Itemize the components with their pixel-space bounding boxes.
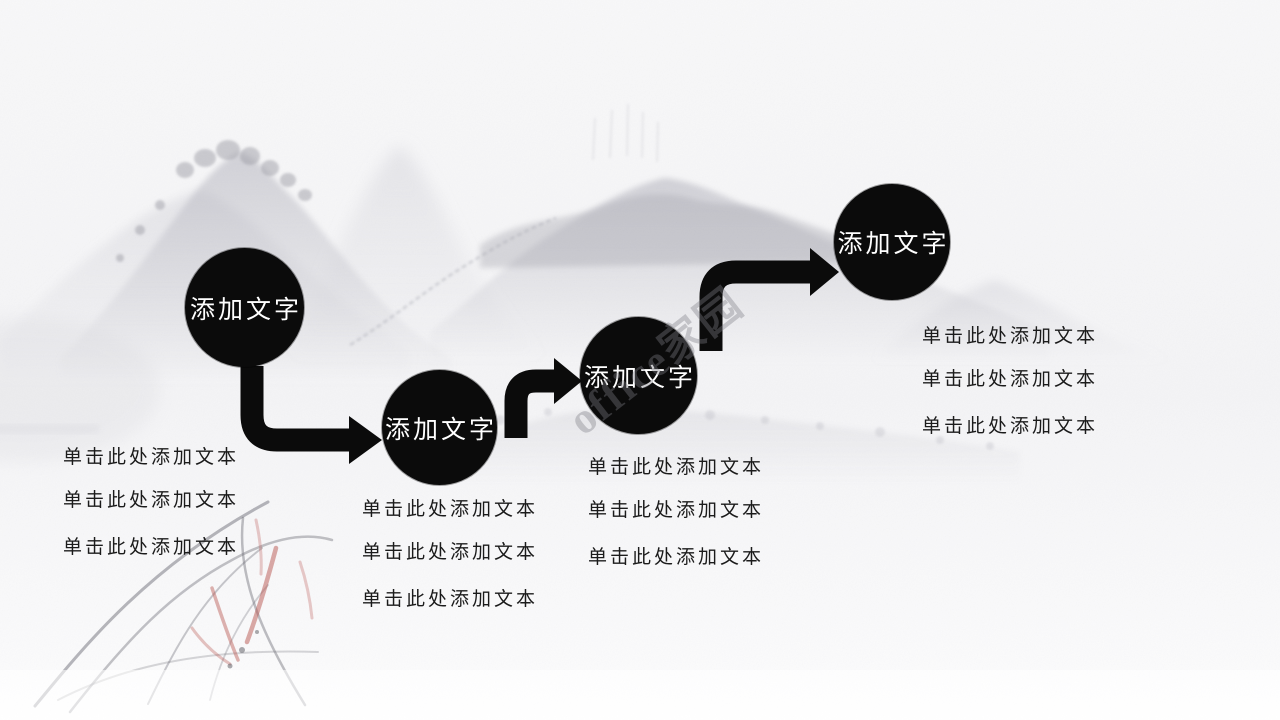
step-circle-2[interactable]: 添加文字 — [382, 370, 497, 485]
step-circle-1[interactable]: 添加文字 — [185, 248, 304, 367]
placeholder-text-line[interactable]: 单击此处添加文本 — [922, 369, 1099, 390]
mountain-ridge-core — [480, 194, 850, 268]
step-text-block-3: 单击此处添加文本 单击此处添加文本 单击此处添加文本 — [588, 446, 764, 579]
step-text-block-1: 单击此处添加文本 单击此处添加文本 单击此处添加文本 — [63, 436, 239, 569]
placeholder-text-line[interactable]: 单击此处添加文本 — [362, 542, 539, 563]
placeholder-text-line[interactable]: 单击此处添加文本 — [588, 547, 765, 568]
step-circle-2-label: 添加文字 — [385, 416, 498, 444]
distant-pines — [592, 103, 659, 163]
mist-streak — [0, 424, 100, 434]
step-text-block-4: 单击此处添加文本 单击此处添加文本 单击此处添加文本 — [922, 315, 1098, 448]
elbow-arrow-1 — [240, 366, 382, 464]
mountain-central-mist — [290, 145, 552, 360]
midground-trees — [451, 403, 994, 450]
placeholder-text-line[interactable]: 单击此处添加文本 — [63, 537, 240, 558]
placeholder-text-line[interactable]: 单击此处添加文本 — [588, 500, 765, 521]
elbow-arrow-3 — [699, 248, 839, 351]
elbow-arrow-2 — [504, 358, 582, 438]
step-circle-4-label: 添加文字 — [837, 231, 950, 258]
step-circle-3-label: 添加文字 — [583, 364, 696, 392]
tree-cluster — [116, 140, 312, 262]
placeholder-text-line[interactable]: 单击此处添加文本 — [922, 416, 1099, 437]
placeholder-text-line[interactable]: 单击此处添加文本 — [362, 589, 539, 610]
step-text-block-2: 单击此处添加文本 单击此处添加文本 单击此处添加文本 — [362, 488, 538, 621]
placeholder-text-line[interactable]: 单击此处添加文本 — [922, 326, 1099, 347]
bottom-fade — [0, 670, 1280, 720]
step-circle-1-label: 添加文字 — [189, 296, 302, 324]
placeholder-text-line[interactable]: 单击此处添加文本 — [588, 457, 765, 478]
ridge-wall-line — [349, 216, 557, 347]
placeholder-text-line[interactable]: 单击此处添加文本 — [63, 447, 240, 468]
step-circle-3[interactable]: 添加文字 — [580, 317, 697, 434]
step-circle-4[interactable]: 添加文字 — [834, 184, 950, 300]
placeholder-text-line[interactable]: 单击此处添加文本 — [63, 490, 240, 511]
placeholder-text-line[interactable]: 单击此处添加文本 — [362, 499, 539, 520]
